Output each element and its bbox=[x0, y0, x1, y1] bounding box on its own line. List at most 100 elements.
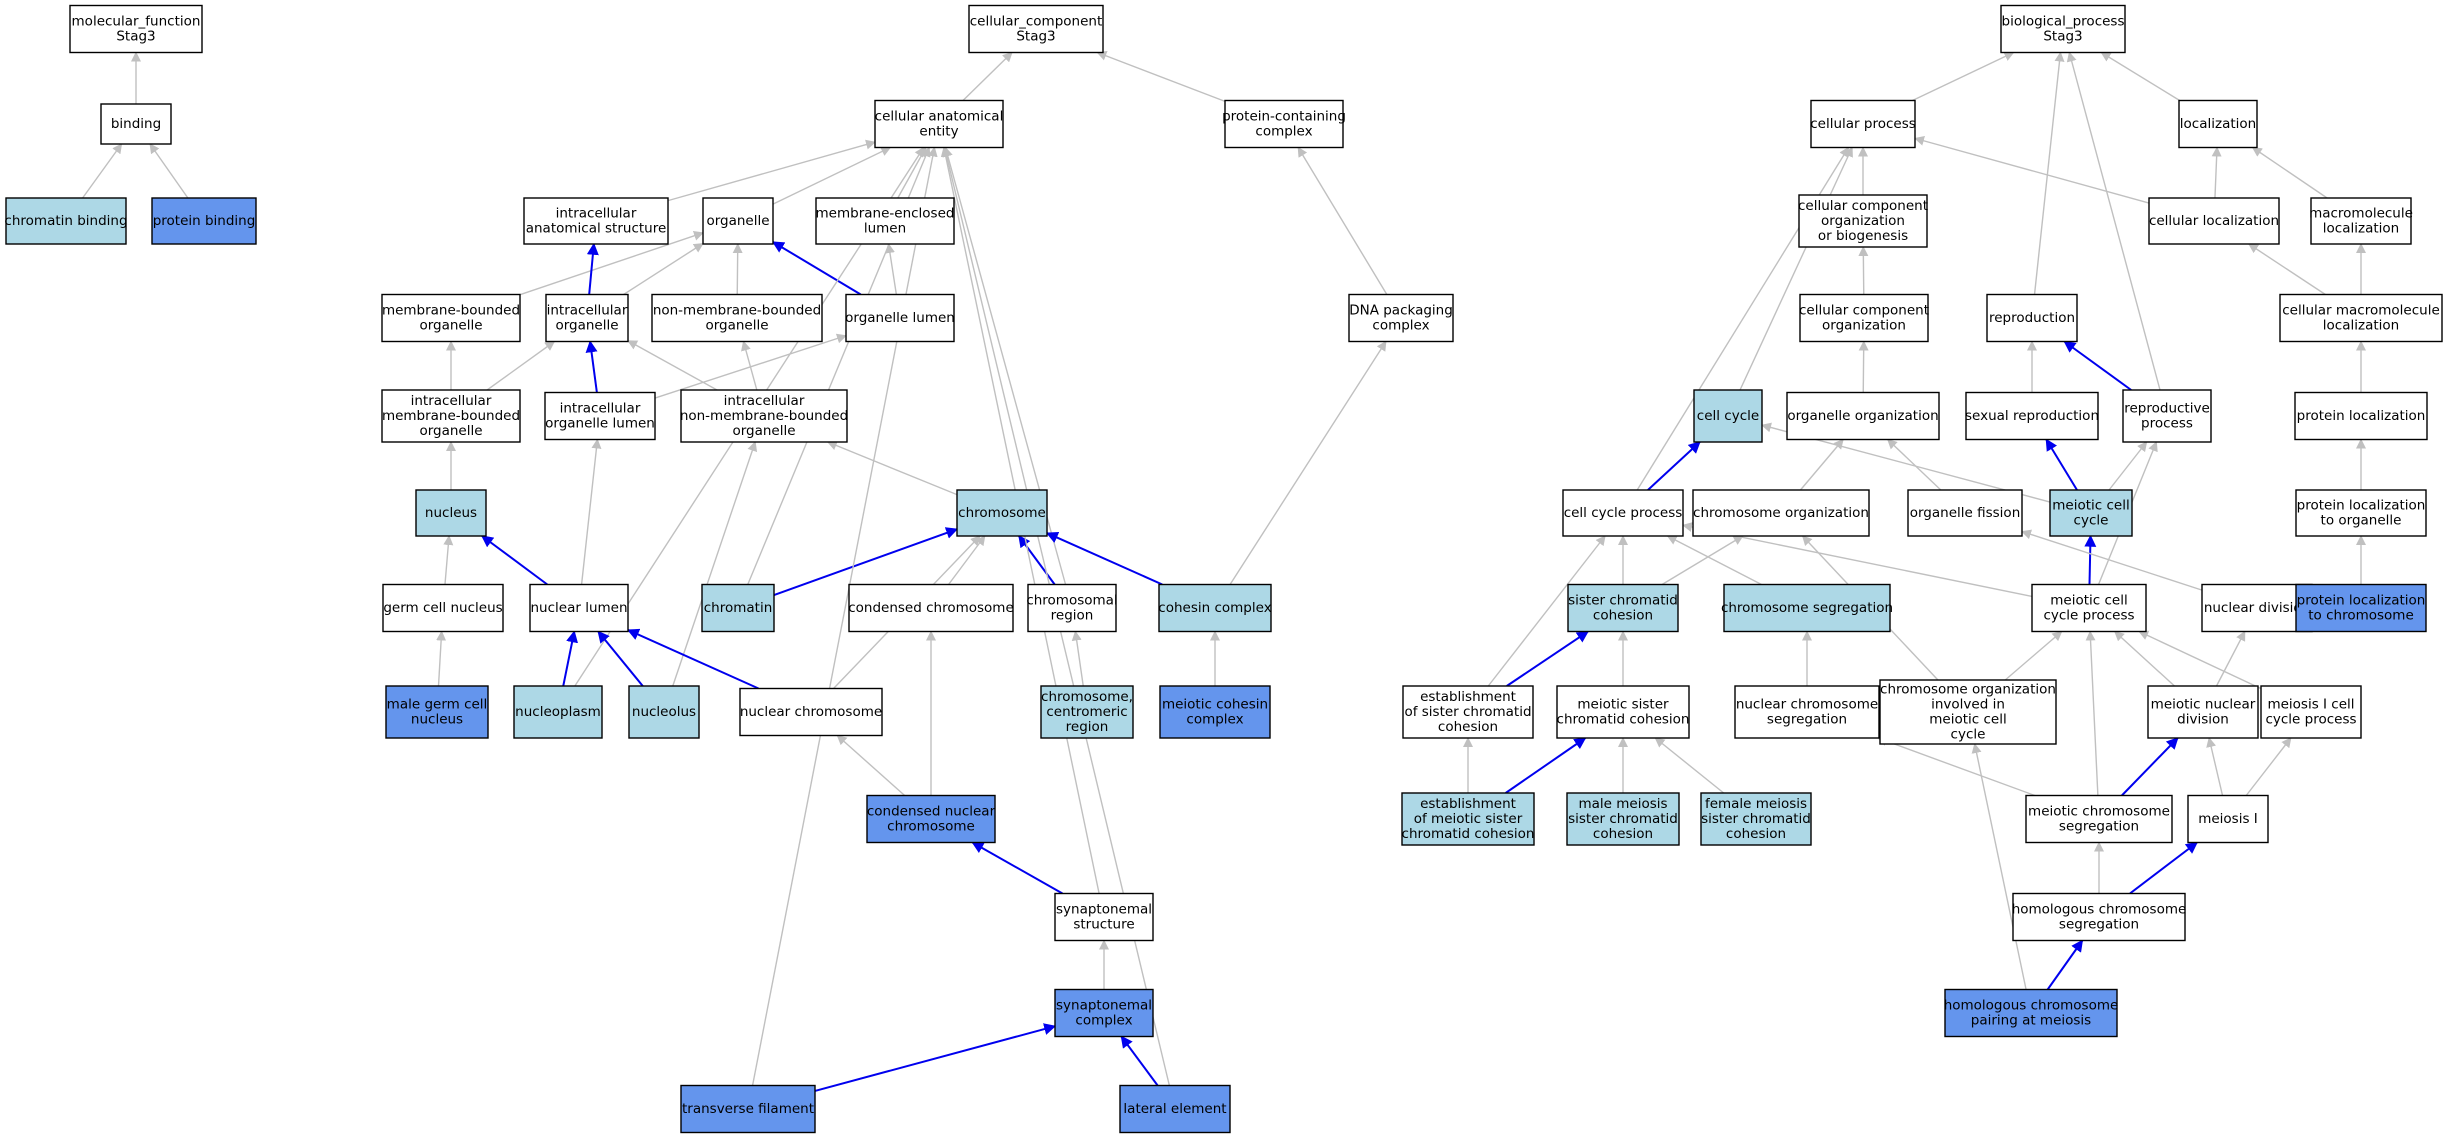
node-chromatin[interactable]: chromatin bbox=[701, 583, 775, 633]
node-cchr[interactable]: condensed chromosome bbox=[848, 583, 1014, 633]
edge-ccp-to-cellcycle bbox=[1647, 441, 1701, 491]
node-label: membrane-bounded bbox=[382, 408, 520, 424]
node-nucleus[interactable]: nucleus bbox=[415, 489, 487, 537]
edge-ccr-to-chrreg bbox=[1071, 630, 1084, 687]
edge-mnd-to-nd bbox=[2215, 630, 2246, 687]
node-label: nuclear division bbox=[2204, 600, 2310, 616]
edge-cnc-to-nchr bbox=[836, 734, 906, 797]
node-nucleoplasm[interactable]: nucleoplasm bbox=[513, 685, 603, 739]
node-co[interactable]: chromosome organization bbox=[1692, 489, 1870, 537]
node-label: organelle bbox=[555, 318, 618, 334]
node-tf[interactable]: transverse filament bbox=[680, 1084, 816, 1134]
node-protein_binding[interactable]: protein binding bbox=[151, 197, 257, 245]
edge-emsc-to-msc bbox=[1505, 737, 1587, 794]
edge-ias-to-cae bbox=[667, 139, 876, 202]
node-label: sister chromatid bbox=[1568, 593, 1678, 609]
node-label: organelle bbox=[705, 318, 768, 334]
node-label: nuclear lumen bbox=[530, 600, 627, 616]
node-box bbox=[2294, 391, 2428, 441]
node-label: process bbox=[2141, 416, 2193, 432]
node-mi[interactable]: meiosis I bbox=[2187, 794, 2269, 844]
node-label: organization bbox=[1822, 318, 1906, 334]
edge-dpc-to-pcc bbox=[1297, 146, 1388, 295]
node-cellcycle[interactable]: cell cycle bbox=[1693, 389, 1763, 443]
node-pl[interactable]: protein localization bbox=[2294, 391, 2428, 441]
node-label: homologous chromosome bbox=[2012, 902, 2187, 918]
node-le[interactable]: lateral element bbox=[1119, 1084, 1231, 1134]
node-nchr[interactable]: nuclear chromosome bbox=[739, 687, 883, 737]
node-cs[interactable]: chromosome segregation bbox=[1721, 583, 1893, 633]
node-oo[interactable]: organelle organization bbox=[1786, 391, 1940, 441]
node-inmbo[interactable]: intracellularnon-membrane-boundedorganel… bbox=[680, 389, 848, 443]
node-ccp[interactable]: cell cycle process bbox=[1562, 489, 1684, 537]
node-label: meiotic cell bbox=[2050, 593, 2127, 609]
node-binding[interactable]: binding bbox=[100, 103, 172, 145]
node-nl[interactable]: nuclear lumen bbox=[529, 583, 629, 633]
node-sr[interactable]: sexual reproduction bbox=[1965, 391, 2099, 441]
node-label: anatomical structure bbox=[526, 221, 667, 237]
node-label: cellular macromolecule bbox=[2282, 303, 2440, 319]
node-chromosome[interactable]: chromosome bbox=[956, 489, 1048, 537]
node-cp[interactable]: cellular process bbox=[1810, 99, 1916, 149]
node-label: intracellular bbox=[556, 206, 637, 222]
node-organelle[interactable]: organelle bbox=[702, 197, 774, 245]
node-gcn[interactable]: germ cell nucleus bbox=[382, 583, 504, 633]
node-box bbox=[1562, 489, 1684, 537]
node-ol[interactable]: organelle lumen bbox=[845, 293, 955, 343]
edge-tf-to-sync bbox=[814, 1023, 1057, 1092]
node-of[interactable]: organelle fission bbox=[1907, 489, 2023, 537]
node-box bbox=[1965, 391, 2099, 441]
node-repro[interactable]: reproduction bbox=[1986, 293, 2078, 343]
node-cl[interactable]: cellular localization bbox=[2148, 197, 2280, 245]
node-cohesin[interactable]: cohesin complex bbox=[1158, 583, 1272, 633]
node-chromatin_binding[interactable]: chromatin binding bbox=[4, 197, 128, 245]
node-nucleolus[interactable]: nucleolus bbox=[628, 685, 700, 739]
node-box bbox=[2031, 583, 2147, 633]
node-nd[interactable]: nuclear division bbox=[2201, 583, 2313, 633]
node-box bbox=[2187, 794, 2269, 844]
node-loc[interactable]: localization bbox=[2178, 99, 2258, 149]
